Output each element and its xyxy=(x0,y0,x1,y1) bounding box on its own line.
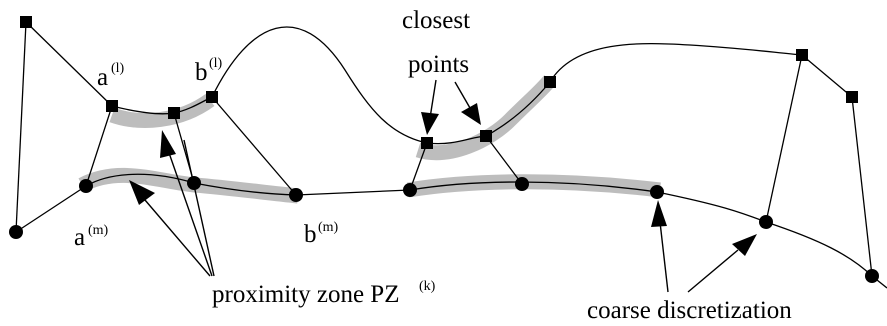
bar-left-lower xyxy=(15,185,87,233)
square-node-closest-2 xyxy=(480,130,492,142)
arrow-coarse-right-head xyxy=(732,234,757,256)
circle-node-right-end xyxy=(865,269,879,283)
circle-node-a-m xyxy=(79,179,93,193)
label-a-m-sup: (m) xyxy=(88,223,109,238)
square-node-upper-right-1 xyxy=(544,76,556,88)
bar-closest-right xyxy=(485,135,523,185)
proximity-zone-bands xyxy=(78,75,661,204)
label-proximity-zone-sup: (k) xyxy=(419,279,436,294)
band-upper-left xyxy=(109,93,215,128)
arrow-pz-mid-head xyxy=(160,130,176,158)
circle-node-left xyxy=(9,225,23,239)
arrow-closest-left-shaft xyxy=(429,79,437,119)
label-coarse-discretization: coarse discretization xyxy=(587,297,792,324)
bar-bl-bm xyxy=(211,96,297,196)
bar-top-left xyxy=(25,21,113,107)
labels: closest points a (l) b (l) a (m) b (m) p… xyxy=(74,7,792,324)
square-node-mid-left xyxy=(168,107,180,119)
arrow-pz-mid-shaft xyxy=(167,149,213,277)
label-b-l: b xyxy=(195,59,208,86)
bar-closest-left xyxy=(409,142,428,191)
arrows xyxy=(129,79,757,293)
square-node-a-l xyxy=(106,100,118,112)
circle-node-right-2 xyxy=(759,215,773,229)
circle-node-mid xyxy=(403,183,417,197)
arrow-pz-left-shaft xyxy=(144,199,211,277)
arrow-closest-right-head xyxy=(461,103,481,125)
square-node-upper-right-2 xyxy=(796,49,808,61)
square-node-b-l xyxy=(206,91,218,103)
bar-al-am xyxy=(85,105,113,187)
square-nodes xyxy=(20,16,858,149)
label-a-m: a xyxy=(74,224,85,251)
label-a-l-sup: (l) xyxy=(111,61,125,76)
label-b-m: b xyxy=(304,221,317,248)
label-closest: closest xyxy=(402,7,470,34)
label-points: points xyxy=(408,51,469,78)
circle-node-b-m xyxy=(289,188,303,202)
square-node-upper-right-3 xyxy=(846,91,858,103)
arrow-closest-left-head xyxy=(421,112,439,135)
label-a-l: a xyxy=(97,64,108,91)
bar-right-mid xyxy=(765,54,803,223)
arrow-closest-right-shaft xyxy=(454,81,471,109)
arrow-coarse-left-head xyxy=(651,200,667,227)
circle-node-right-1 xyxy=(650,185,664,199)
bar-right-end xyxy=(851,96,873,277)
square-node-closest-1 xyxy=(421,137,433,149)
upper-curve xyxy=(111,26,853,145)
square-node-top-left xyxy=(20,16,32,28)
connecting-bars xyxy=(15,21,873,277)
label-b-m-sup: (m) xyxy=(318,220,339,235)
arrow-pz-left-head xyxy=(129,180,155,205)
circle-node-mid-right xyxy=(515,177,529,191)
arrow-coarse-right-shaft xyxy=(687,249,739,293)
label-proximity-zone: proximity zone PZ xyxy=(212,281,399,308)
bar-left-vertical xyxy=(15,21,27,233)
arrow-pz-right-shaft xyxy=(183,139,215,277)
arrow-coarse-left-shaft xyxy=(659,221,669,293)
label-b-l-sup: (l) xyxy=(209,56,223,71)
